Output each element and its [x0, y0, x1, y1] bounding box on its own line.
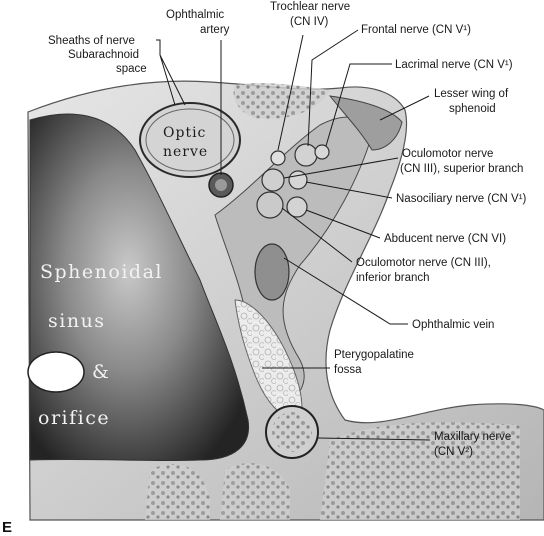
- leader-frontal: [307, 29, 359, 147]
- oculomotor-superior-label-line1: Oculomotor nerve: [402, 148, 493, 160]
- leader-sheaths: [156, 39, 186, 106]
- abducent-nerve: [286, 196, 308, 218]
- spongy-bone-lower-left: [145, 464, 210, 520]
- ophthalmic-vein: [254, 243, 290, 301]
- leader-abducent: [305, 209, 381, 239]
- optic-label-line1: Optic: [163, 125, 206, 141]
- sheaths-label-line1: Sheaths of nerve: [48, 35, 135, 47]
- pterygopalatine-label-line2: fossa: [334, 364, 362, 376]
- ophthalmic-artery-lumen: [215, 179, 227, 191]
- maxillary-label-line1: Maxillary nerve: [434, 431, 511, 443]
- trochlear-label-line2: (CN IV): [290, 16, 329, 28]
- sinus-orifice: [27, 351, 85, 393]
- pterygopalatine-label-line1: Pterygopalatine: [334, 349, 414, 361]
- leader-maxillary: [317, 437, 431, 441]
- sinus-label-line1: Sphenoidal: [40, 261, 163, 283]
- lesser-wing-of-sphenoid: [328, 95, 403, 151]
- frontal-nerve: [294, 143, 318, 167]
- frontal-label: Frontal nerve (CN V¹): [361, 24, 471, 36]
- spongy-bone-upper: [233, 83, 330, 119]
- panel-letter: E: [2, 519, 12, 536]
- ophthalmic-vein-label: Ophthalmic vein: [412, 319, 494, 331]
- ophthalmic-artery-label-line2: artery: [200, 24, 230, 36]
- oculomotor-superior-label-line2: (CN III), superior branch: [400, 163, 523, 175]
- leader-ophthalmic-vein: [283, 257, 408, 325]
- oculomotor-inferior-branch: [256, 191, 284, 219]
- optic-nerve: [139, 102, 241, 178]
- optic-label-line2: nerve: [163, 144, 208, 160]
- oculomotor-superior-branch: [261, 168, 285, 192]
- sheaths-label-line3: space: [116, 63, 147, 75]
- leader-oculomotor-inferior: [281, 207, 353, 263]
- trochlear-label-line1: Trochlear nerve: [270, 1, 350, 13]
- leader-oculomotor-superior: [283, 157, 399, 179]
- leader-lesser-wing: [379, 95, 430, 121]
- leader-nasociliary: [305, 181, 393, 199]
- leader-lacrimal: [325, 63, 392, 147]
- sinus-label-amp: &: [92, 361, 110, 383]
- abducent-label: Abducent nerve (CN VI): [384, 233, 506, 245]
- sphenoidal-sinus: [29, 113, 250, 462]
- lesser-wing-label-line2: sphenoid: [449, 103, 496, 115]
- sinus-label-line2: sinus: [48, 310, 106, 332]
- maxillary-nerve-inner: [272, 412, 312, 452]
- trochlear-nerve: [270, 150, 286, 166]
- lesser-wing-label-line1: Lesser wing of: [434, 88, 509, 100]
- sheaths-label-line2: Subarachnoid: [68, 49, 139, 61]
- lacrimal-nerve: [314, 144, 330, 160]
- sinus-label-line3: orifice: [38, 407, 110, 429]
- spongy-bone-lower-mid: [220, 462, 290, 520]
- maxillary-label-line2: (CN V²): [434, 446, 473, 458]
- oculomotor-inferior-label-line2: inferior branch: [356, 272, 430, 284]
- optic-nerve-sheath: [145, 108, 235, 172]
- nasociliary-nerve: [288, 170, 308, 190]
- ophthalmic-artery-label-line1: Ophthalmic: [166, 9, 224, 21]
- leader-trochlear: [277, 34, 304, 151]
- nasociliary-label: Nasociliary nerve (CN V¹): [396, 193, 527, 205]
- spongy-bone-lower-right: [320, 422, 520, 520]
- lacrimal-label: Lacrimal nerve (CN V¹): [395, 59, 513, 71]
- oculomotor-inferior-label-line1: Oculomotor nerve (CN III),: [356, 257, 491, 269]
